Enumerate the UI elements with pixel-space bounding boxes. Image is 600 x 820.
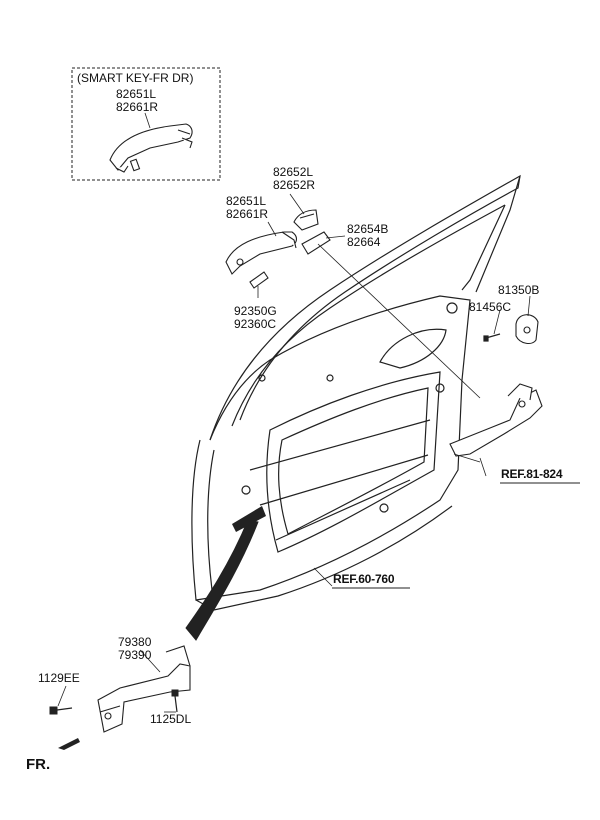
inset-part-code-left: 82651L [116, 87, 157, 101]
door-checker-code-secondary: 79390 [118, 648, 152, 662]
handle-cover-code-left: 82652L [273, 165, 314, 179]
reference-latch: REF.81-824 [501, 467, 563, 481]
striker-screw-part [483, 333, 501, 342]
outside-door-handle-part [225, 231, 298, 275]
door-checker-part [97, 645, 191, 733]
door-checker-code-primary: 79380 [118, 635, 152, 649]
handle-pad-code-secondary: 82664 [347, 235, 381, 249]
inset-title: (SMART KEY-FR DR) [77, 71, 194, 85]
checker-mount-bracket [232, 506, 266, 532]
striker-screw-code: 81456C [469, 300, 512, 314]
inset-door-handle-part [109, 123, 193, 173]
front-direction-arrow-icon [58, 738, 80, 750]
handle-pad-code-primary: 82654B [347, 222, 389, 236]
striker-plate-part [515, 314, 539, 345]
handle-lamp-code-primary: 92350G [234, 304, 277, 318]
checker-pointer-arrow [185, 519, 259, 641]
reference-door-panel: REF.60-760 [333, 572, 395, 586]
checker-bolt-lower-part [171, 689, 179, 713]
handle-pad-part [301, 231, 331, 255]
handle-cover-part [293, 209, 319, 231]
front-door-panel [191, 174, 521, 611]
front-direction-label: FR. [26, 756, 51, 773]
outside-handle-code-left: 82651L [226, 194, 267, 208]
handle-cover-code-right: 82652R [273, 178, 316, 192]
inset-part-code-right: 82661R [116, 100, 159, 114]
checker-bolt-upper-part [49, 706, 73, 715]
checker-bolt-upper-code: 1129EE [38, 671, 80, 685]
outside-handle-code-right: 82661R [226, 207, 269, 221]
leader-lines [57, 193, 531, 713]
inset-leader-line [144, 112, 151, 129]
handle-lamp-part [249, 271, 269, 289]
handle-lamp-code-secondary: 92360C [234, 317, 277, 331]
door-latch-assembly [449, 383, 543, 457]
striker-plate-code: 81350B [498, 283, 540, 297]
checker-bolt-lower-code: 1125DL [150, 712, 192, 726]
ref-latch-leader [479, 457, 487, 477]
